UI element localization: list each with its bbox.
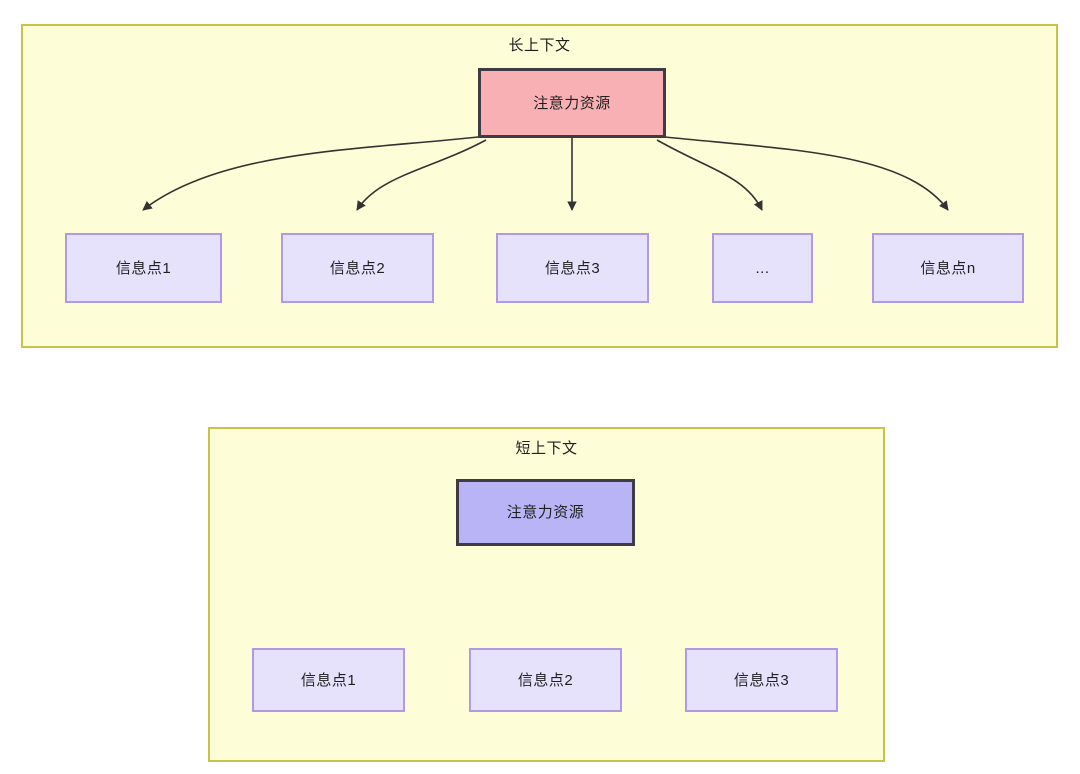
node-long-info-n-label: 信息点n (920, 259, 976, 277)
node-long-info-2-label: 信息点2 (329, 259, 386, 277)
edge-long-1 (142, 136, 479, 211)
node-short-info-2[interactable]: 信息点2 (469, 648, 622, 712)
node-long-info-n[interactable]: 信息点n (872, 233, 1024, 303)
node-long-info-3[interactable]: 信息点3 (496, 233, 649, 303)
group-short-context-title: 短上下文 (515, 440, 578, 457)
node-long-info-1[interactable]: 信息点1 (65, 233, 222, 303)
node-short-info-2-label: 信息点2 (517, 671, 574, 689)
node-long-info-ellipsis-label: ... (755, 259, 770, 277)
node-long-info-ellipsis[interactable]: ... (712, 233, 813, 303)
node-short-info-3-label: 信息点3 (733, 671, 790, 689)
node-short-info-1-label: 信息点1 (300, 671, 357, 689)
node-long-attention-resource[interactable]: 注意力资源 (478, 68, 666, 138)
edge-long-4 (656, 139, 763, 211)
edge-long-5 (664, 136, 949, 211)
edge-long-2 (356, 139, 487, 211)
node-short-attention-resource-label: 注意力资源 (506, 504, 585, 521)
node-long-info-3-label: 信息点3 (544, 259, 601, 277)
node-long-attention-resource-label: 注意力资源 (533, 94, 611, 112)
node-short-attention-resource[interactable]: 注意力资源 (456, 479, 635, 546)
node-short-info-1[interactable]: 信息点1 (252, 648, 405, 712)
node-long-info-1-label: 信息点1 (115, 259, 172, 277)
node-short-info-3[interactable]: 信息点3 (685, 648, 838, 712)
group-long-context-title: 长上下文 (508, 37, 571, 54)
node-long-info-2[interactable]: 信息点2 (281, 233, 434, 303)
